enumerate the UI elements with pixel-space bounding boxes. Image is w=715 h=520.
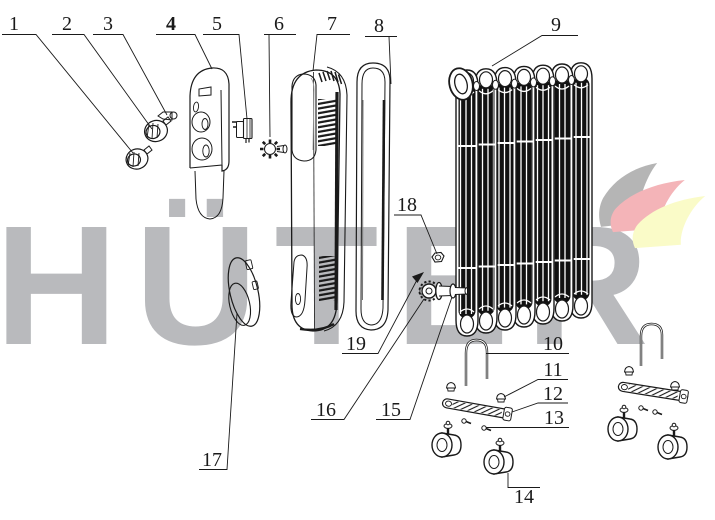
callout-label-13: 13	[544, 407, 564, 429]
leader-line-11	[503, 379, 568, 398]
callout-7: 7	[312, 13, 350, 72]
callout-label-2: 2	[62, 13, 72, 35]
front-panel-part-7	[290, 66, 348, 332]
callout-16: 16	[311, 298, 425, 421]
callout-8: 8	[365, 15, 397, 85]
callout-label-9: 9	[551, 14, 561, 36]
diagram-art	[125, 62, 689, 475]
callout-label-16: 16	[316, 399, 336, 421]
callout-3: 3	[93, 13, 168, 116]
callouts: 1 2 3 4 5 6 7 8	[2, 13, 578, 508]
callout-6: 6	[264, 13, 296, 138]
callout-label-18: 18	[397, 194, 417, 216]
oval-cover-part-17	[227, 257, 261, 327]
callout-15: 15	[376, 296, 453, 421]
leader-line-1	[2, 34, 134, 154]
foot-bar-right-part-12	[617, 381, 689, 404]
callout-label-14: 14	[514, 486, 534, 508]
callout-label-1: 1	[9, 13, 19, 35]
leader-line-3	[93, 34, 168, 116]
callout-label-5: 5	[212, 13, 222, 35]
nut-part-18	[431, 251, 445, 263]
callout-label-19: 19	[346, 333, 366, 355]
callout-label-15: 15	[381, 399, 401, 421]
knob-part-1	[125, 145, 153, 170]
leader-line-12	[511, 402, 568, 413]
callout-label-17: 17	[202, 449, 222, 471]
radiator-part-9	[448, 62, 593, 337]
leader-line-8	[365, 36, 397, 85]
cap-nuts-part-11	[445, 365, 681, 403]
valve-assembly-part-15-16	[418, 280, 470, 302]
small-screws-part-13	[461, 405, 663, 432]
leader-line-17	[199, 312, 238, 470]
leader-line-16	[311, 298, 425, 420]
knob-part-2	[143, 116, 172, 143]
callout-label-6: 6	[274, 13, 284, 35]
leader-arrow-19	[412, 272, 424, 283]
switch-part-5	[232, 117, 253, 143]
leader-line-14	[507, 473, 540, 488]
callout-4: 4	[156, 13, 213, 70]
callout-19: 19	[342, 272, 424, 355]
leader-line-9	[491, 35, 578, 67]
callout-label-7: 7	[327, 13, 337, 35]
callout-label-11: 11	[543, 359, 562, 381]
callout-1: 1	[2, 13, 134, 154]
leader-line-19	[342, 277, 419, 354]
callout-17: 17	[199, 312, 238, 471]
callout-12: 12	[511, 383, 568, 413]
foot-bar-left-part-12	[441, 398, 513, 422]
leader-line-2	[52, 34, 153, 130]
callout-14: 14	[507, 473, 540, 508]
control-housing-part-4	[189, 67, 230, 220]
callout-label-4: 4	[166, 13, 176, 35]
casters-part-14	[431, 404, 688, 475]
callout-2: 2	[52, 13, 153, 130]
leader-line-6	[264, 34, 296, 138]
callout-13: 13	[486, 407, 569, 429]
callout-label-3: 3	[103, 13, 113, 35]
frame-loop-part-8	[355, 62, 391, 331]
u-bracket-left-part-10	[464, 338, 489, 386]
callout-5: 5	[203, 13, 248, 120]
leader-line-7	[312, 34, 350, 72]
u-bracket-right-part-10	[639, 322, 664, 366]
screw-part-3	[157, 111, 178, 121]
leader-line-15	[376, 296, 453, 420]
leader-line-4	[156, 34, 213, 70]
leader-line-18	[394, 214, 438, 255]
callout-18: 18	[394, 194, 438, 255]
callout-label-10: 10	[543, 333, 563, 355]
thermostat-part-6	[260, 139, 288, 159]
callout-11: 11	[503, 359, 568, 398]
leader-line-5	[203, 34, 248, 120]
callout-10: 10	[486, 333, 569, 355]
callout-label-8: 8	[374, 15, 384, 37]
callout-9: 9	[491, 14, 578, 67]
callout-label-12: 12	[543, 383, 563, 405]
